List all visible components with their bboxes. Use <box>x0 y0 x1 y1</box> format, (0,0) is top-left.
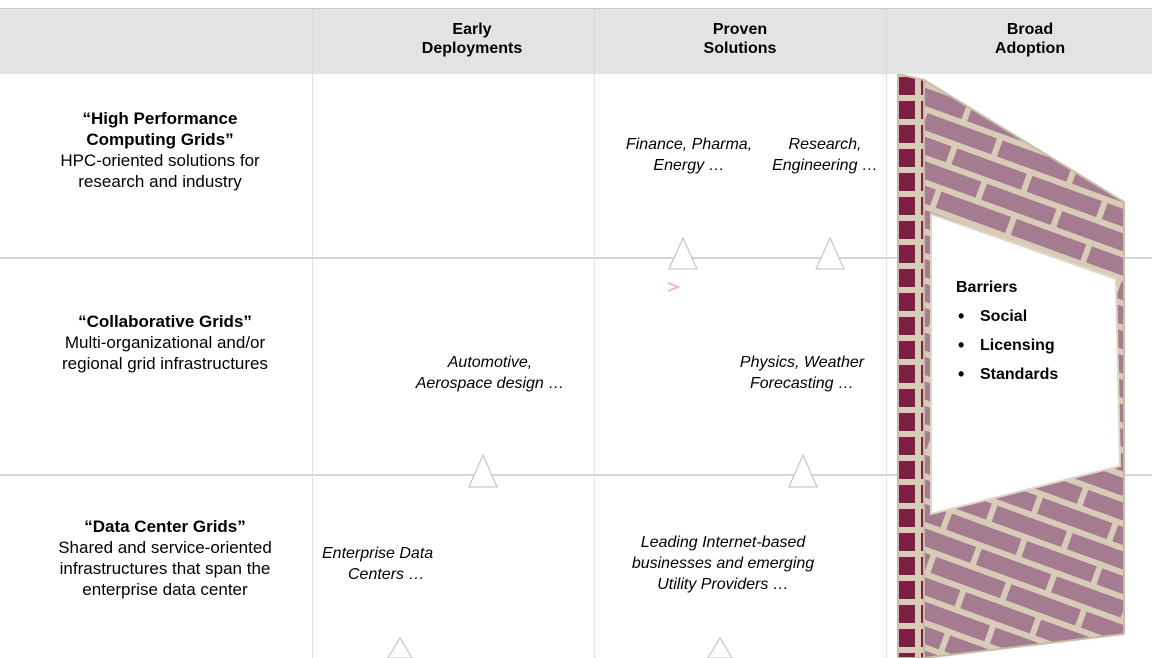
barrier-item-social: Social <box>956 302 1106 331</box>
cell-text: Leading Internet-based <box>640 534 806 551</box>
column-divider-broad <box>886 8 887 658</box>
cell-text: Utility Providers … <box>657 576 789 593</box>
cell-dc-proven: Leading Internet-based businesses and em… <box>598 532 848 595</box>
cell-collab-proven: Physics, Weather Forecasting … <box>712 352 892 394</box>
column-header-proven: Proven Solutions <box>660 20 820 58</box>
column-header-broad-line1: Broad <box>1006 21 1054 38</box>
triangle-marker <box>387 637 413 658</box>
column-header-broad-line2: Adoption <box>994 40 1066 57</box>
barriers-list: Social Licensing Standards <box>956 302 1106 389</box>
barrier-item-standards: Standards <box>956 360 1106 389</box>
column-divider-early <box>312 8 313 658</box>
cell-text: Enterprise Data <box>322 545 434 562</box>
cell-text: Automotive, <box>447 354 533 371</box>
column-header-early: Early Deployments <box>392 20 552 58</box>
barrier-item-licensing: Licensing <box>956 331 1106 360</box>
barriers-title: Barriers <box>956 279 1018 296</box>
triangle-marker <box>707 637 733 658</box>
row-divider-1 <box>0 257 1152 259</box>
cell-hpc-proven-b: Research, Engineering … <box>760 134 890 176</box>
cell-hpc-proven-a: Finance, Pharma, Energy … <box>604 134 774 176</box>
column-header-proven-line1: Proven <box>712 21 768 38</box>
triangle-marker <box>815 236 845 270</box>
triangle-marker <box>468 453 498 488</box>
cell-dc-early: Enterprise Data Centers … <box>322 543 482 585</box>
cell-text: Energy … <box>653 157 725 174</box>
cell-text: Physics, Weather <box>739 354 865 371</box>
row-description-collaborative: Multi-organizational and/or regional gri… <box>62 333 268 373</box>
barriers-box: Barriers Social Licensing Standards <box>956 273 1106 389</box>
column-header-early-line2: Deployments <box>421 40 523 57</box>
triangle-marker <box>788 453 818 488</box>
cell-text: Forecasting … <box>749 375 855 392</box>
row-title-datacenter: “Data Center Grids” <box>84 517 246 536</box>
small-pink-mark <box>667 282 681 292</box>
cell-text: Aerospace design … <box>415 375 565 392</box>
header-band <box>0 8 1152 74</box>
column-divider-proven <box>594 8 595 658</box>
column-header-early-line1: Early <box>452 21 492 38</box>
row-divider-2 <box>0 474 1152 476</box>
row-label-collaborative: “Collaborative Grids” Multi-organization… <box>40 311 290 374</box>
row-title-hpc: “High Performance Computing Grids” <box>82 109 238 149</box>
column-header-proven-line2: Solutions <box>703 40 777 57</box>
triangle-marker <box>668 236 698 270</box>
row-description-hpc: HPC-oriented solutions for research and … <box>60 151 260 191</box>
cell-collab-early: Automotive, Aerospace design … <box>390 352 590 394</box>
cell-text: Finance, Pharma, <box>625 136 753 153</box>
cell-text: Centers … <box>348 566 425 583</box>
cell-text: businesses and emerging <box>631 555 815 572</box>
row-label-hpc: “High Performance Computing Grids” HPC-o… <box>40 108 280 192</box>
row-label-datacenter: “Data Center Grids” Shared and service-o… <box>40 516 290 600</box>
cell-text: Engineering … <box>772 157 878 174</box>
column-header-broad: Broad Adoption <box>950 20 1110 58</box>
cell-text: Research, <box>788 136 862 153</box>
row-description-datacenter: Shared and service-oriented infrastructu… <box>58 538 272 599</box>
row-title-collaborative: “Collaborative Grids” <box>78 312 252 331</box>
